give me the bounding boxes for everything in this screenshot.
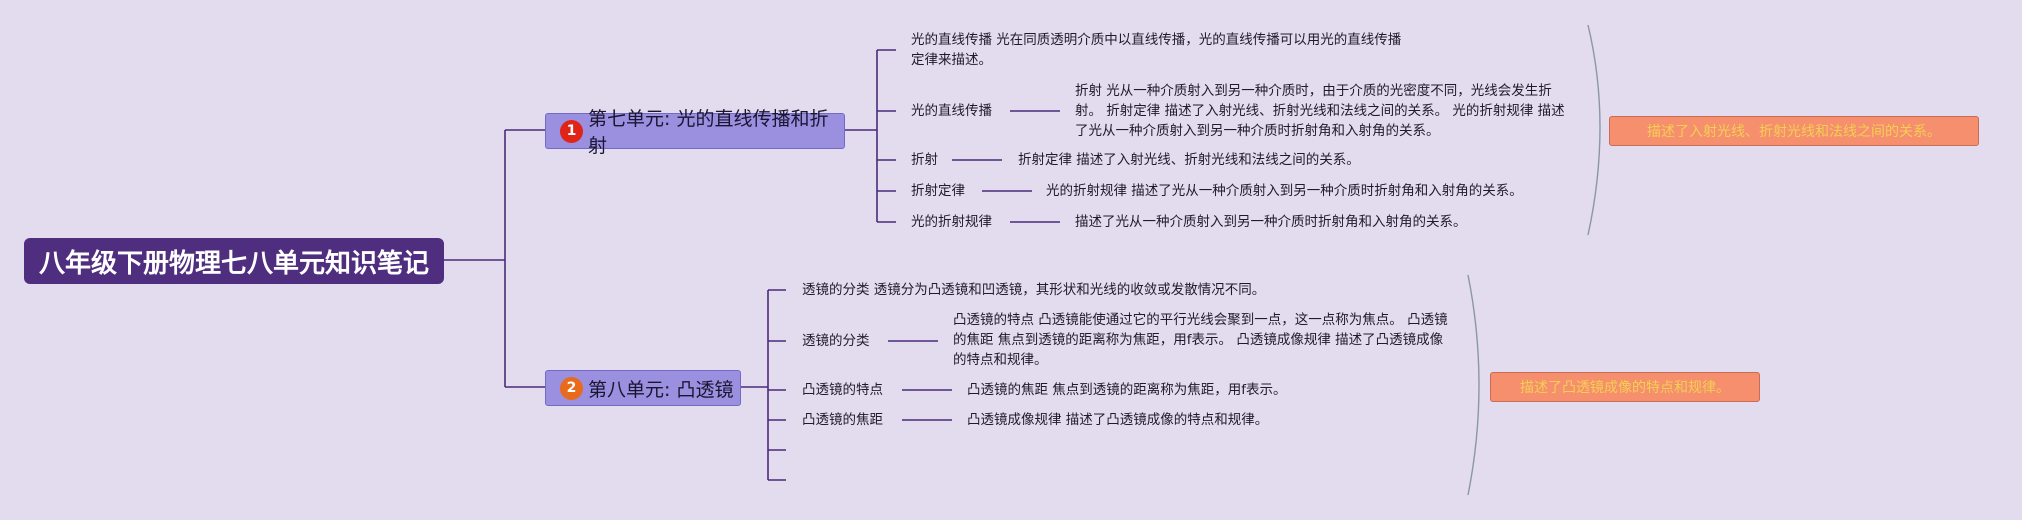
u7-leaf-refraction-law[interactable]: 折射定律 bbox=[911, 183, 965, 199]
u7-detail-refraction-summary[interactable]: 折射 光从一种介质射入到另一种介质时，由于介质的光密度不同，光线会发生折射。 折… bbox=[1075, 83, 1565, 139]
unit7-title: 第七单元: 光的直线传播和折射 bbox=[588, 108, 829, 157]
u8-detail-imaging-rule[interactable]: 凸透镜成像规律 描述了凸透镜成像的特点和规律。 bbox=[967, 412, 1269, 428]
u8-detail-focal-length[interactable]: 凸透镜的焦距 焦点到透镜的距离称为焦距，用f表示。 bbox=[967, 382, 1287, 398]
u8-leaf-lens-classification[interactable]: 透镜的分类 bbox=[802, 333, 870, 349]
unit8-title: 第八单元: 凸透镜 bbox=[588, 378, 734, 401]
u8-leaf-lens-classification-definition[interactable]: 透镜的分类 透镜分为凸透镜和凹透镜，其形状和光线的收敛或发散情况不同。 bbox=[802, 282, 1266, 298]
unit7-summary-box[interactable]: 描述了入射光线、折射光线和法线之间的关系。 bbox=[1609, 116, 1979, 146]
unit8-summary-box[interactable]: 描述了凸透镜成像的特点和规律。 bbox=[1490, 372, 1760, 402]
u8-leaf-focal-length[interactable]: 凸透镜的焦距 bbox=[802, 412, 883, 428]
unit7-topic[interactable]: 1 第七单元: 光的直线传播和折射 bbox=[545, 108, 845, 157]
unit8-topic[interactable]: 2 第八单元: 凸透镜 bbox=[545, 370, 741, 406]
summary-brace-1 bbox=[1587, 24, 1601, 236]
u7-detail-refraction-law[interactable]: 折射定律 描述了入射光线、折射光线和法线之间的关系。 bbox=[1018, 152, 1360, 168]
u7-leaf-straight-line-definition[interactable]: 光的直线传播 光在同质透明介质中以直线传播，光的直线传播可以用光的直线传播定律来… bbox=[911, 32, 1402, 68]
u7-leaf-refraction[interactable]: 折射 bbox=[911, 152, 938, 168]
u7-leaf-refraction-rule[interactable]: 光的折射规律 bbox=[911, 214, 992, 230]
u7-detail-refraction-rule[interactable]: 光的折射规律 描述了光从一种介质射入到另一种介质时折射角和入射角的关系。 bbox=[1046, 183, 1523, 199]
u8-detail-convex-summary[interactable]: 凸透镜的特点 凸透镜能使通过它的平行光线会聚到一点，这一点称为焦点。 凸透镜的焦… bbox=[953, 312, 1448, 368]
summary-brace-2 bbox=[1467, 274, 1480, 496]
priority-2-icon: 2 bbox=[560, 376, 583, 400]
root-title[interactable]: 八年级下册物理七八单元知识笔记 bbox=[24, 238, 444, 284]
u7-leaf-straight-line[interactable]: 光的直线传播 bbox=[911, 103, 992, 119]
priority-1-icon: 1 bbox=[560, 119, 583, 143]
u7-detail-angle-relation[interactable]: 描述了光从一种介质射入到另一种介质时折射角和入射角的关系。 bbox=[1075, 214, 1467, 230]
u8-leaf-convex-features[interactable]: 凸透镜的特点 bbox=[802, 382, 883, 398]
